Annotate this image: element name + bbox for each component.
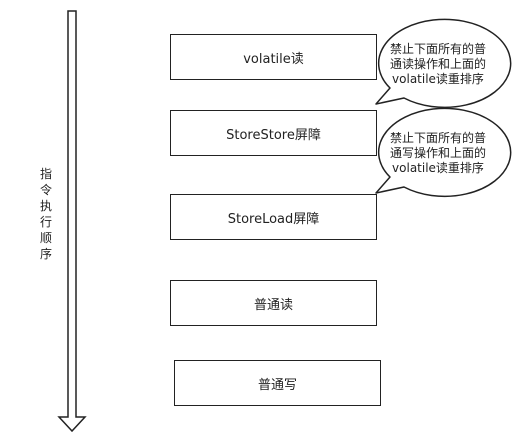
- box-volatile-read: volatile读: [170, 34, 377, 80]
- box-normal-write: 普通写: [174, 360, 381, 406]
- callout-text-1: 禁止下面所有的普 通读操作和上面的 volatile读重排序: [378, 42, 498, 87]
- callout-bubble-1: [375, 18, 512, 109]
- axis-label: 指令执行顺序: [39, 167, 52, 261]
- callout-2-line-3: volatile读重排序: [392, 161, 484, 175]
- box-normal-read: 普通读: [170, 280, 377, 326]
- callout-text-2: 禁止下面所有的普 通写操作和上面的 volatile读重排序: [378, 131, 498, 176]
- callout-1-line-3: volatile读重排序: [392, 72, 484, 86]
- callout-bubble-2: [375, 107, 512, 198]
- execution-order-arrow: [57, 10, 87, 433]
- callout-1-line-1: 禁止下面所有的普: [389, 42, 486, 56]
- box-storeload-barrier: StoreLoad屏障: [170, 194, 377, 240]
- box-storestore-barrier: StoreStore屏障: [170, 110, 377, 156]
- callout-2-line-2: 通写操作和上面的: [389, 146, 486, 160]
- callout-1-line-2: 通读操作和上面的: [389, 57, 486, 71]
- callout-2-line-1: 禁止下面所有的普: [389, 131, 486, 145]
